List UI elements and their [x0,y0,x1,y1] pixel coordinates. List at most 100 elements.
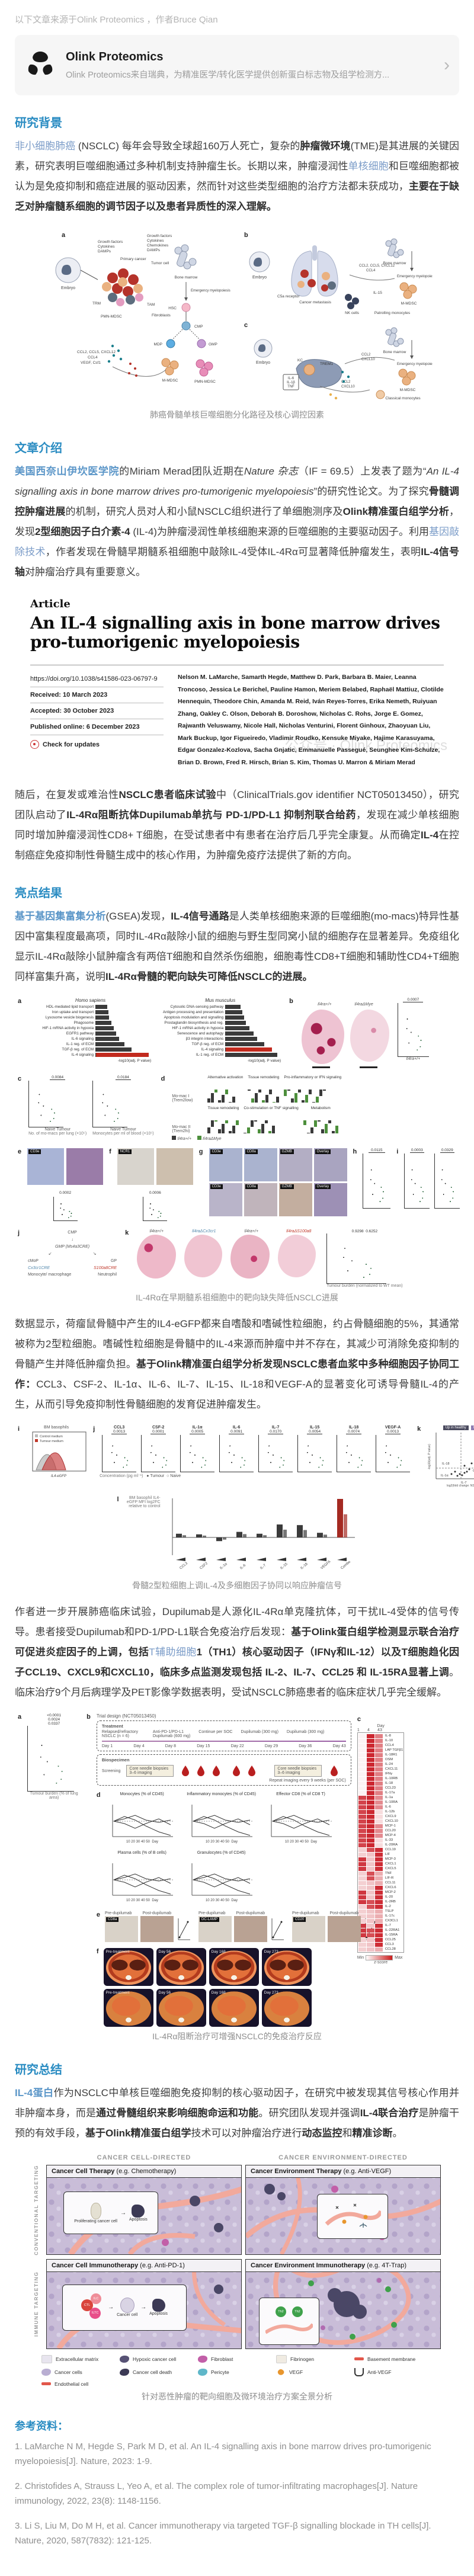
heatmap-row-label: MCP-1 [385,1824,396,1828]
heatmap-row-label: CCL28 [385,1947,396,1952]
text-run: 作为NSCLC中单核巨噬细胞免疫抑制的核心驱动因子，在研究中被发现其信号核心作用… [15,2087,459,2119]
svg-text:IL-1α: IL-1α [441,1474,449,1478]
svg-text:KC: KC [297,358,303,363]
svg-text:M-MDSC: M-MDSC [401,302,417,306]
heatmap-cell [366,1923,374,1928]
heatmap-row-label: IL-18 [385,1782,393,1786]
svg-text:Embryo: Embryo [256,361,270,365]
inline-link[interactable]: T辅助细胞 [149,1646,197,1658]
paragraph-background: 非小细胞肺癌 (NSCLC) 每年会导致全球超160万人死亡，复杂的肿瘤微环境(… [15,136,459,217]
inline-link[interactable]: 基因敲除技术 [15,526,460,558]
heatmap-cell [358,1738,366,1743]
svg-text:TREM1: TREM1 [320,362,333,366]
heatmap-cell [366,1909,374,1914]
heatmap-cell [366,1876,374,1880]
svg-text:CXCL10: CXCL10 [361,358,375,361]
svg-text:CMP: CMP [194,325,203,329]
section-heading-background: 研究背景 [15,117,62,130]
check-for-updates-badge: Check for updates [30,735,164,754]
mini-bar [211,1120,214,1127]
mini-bar [218,1100,222,1103]
heatmap-row-label: CXCL6 [385,1886,396,1890]
mini-bar [229,1130,232,1134]
figure-cytokines[interactable]: i BM basophils Control medium Tumour med… [18,1425,474,1577]
text-run: 精准诊断 [352,2128,393,2139]
heatmap-cell [374,1947,383,1952]
legend-item: Endothelial cell [41,2381,120,2387]
text-run: 和 [342,2128,353,2139]
heatmap-cell [366,1757,374,1762]
nature-article-screenshot[interactable]: Article An IL-4 signalling axis in bone … [15,593,459,777]
heatmap-row-label: CCL19 [385,1848,396,1852]
mini-bar [232,1125,236,1134]
account-name[interactable]: Olink Proteomics [66,50,164,63]
heatmap-cell [358,1786,366,1790]
mini-bar [321,1129,324,1134]
bar-label: HIF-1 mRNA activity in hypoxia [42,1026,94,1031]
inline-link[interactable]: 非小细胞肺癌 [15,140,76,152]
tumour-burden-scatter: 0.0007 Il4ra+/+ [397,998,429,1061]
figure-clinical-trial[interactable]: a <0.0001 0.0024 0.0337 Tumour burden (%… [18,1713,456,2027]
heatmap-cell [366,1805,374,1809]
heatmap-cell [366,1781,374,1786]
paper-accepted: Accepted: 30 October 2023 [30,703,164,720]
svg-text:IL-15: IL-15 [280,1562,289,1571]
heatmap-cell [366,1895,374,1899]
heatmap-cell [366,1861,374,1866]
chevron-right-icon[interactable]: › [444,55,450,75]
svg-text:TNF: TNF [287,385,294,389]
trial-day-label: Day 4 [133,1744,145,1749]
figure-il4ra-knockout[interactable]: a Homo sapiens HDL-mediated lipid transp… [18,998,460,1289]
heatmap-row-label: MCP-3 [385,1857,396,1861]
svg-text:Embryo: Embryo [252,275,267,280]
text-run: 作者进一步开展肺癌临床试验，Dupilumab是人源化IL-4Rα单克隆抗体，可… [15,1606,459,1638]
pet-scan-tile: Pre-treatment [103,1948,153,1987]
heatmap-cell [374,1914,383,1918]
inline-link[interactable]: 基于基因集富集分析 [15,911,106,922]
heatmap-cell [374,1786,383,1790]
mini-bar [222,1094,225,1103]
mini-bar [214,1120,218,1122]
svg-text:Tumour medium: Tumour medium [40,1440,63,1443]
mini-bar [251,1120,254,1127]
bar-label: Phagosome [73,1021,94,1026]
figure-myelopoiesis-pathways[interactable]: a Embryo Growth factors Cytokines DAMPs … [41,228,437,405]
heatmap-cell [358,1833,366,1838]
heatmap-cell [374,1852,383,1857]
inline-link[interactable]: 单核细胞 [348,161,389,172]
legend-item: Hypoxic cancer cell [120,2355,198,2363]
heatmap-row-label: IL-1a [385,1796,393,1800]
svg-text:Emergency myelopoiesis: Emergency myelopoiesis [397,363,433,366]
account-card-text: Olink Proteomics Olink Proteomics来自瑞典，为精… [66,50,438,81]
svg-text:IL-7: IL-7 [260,1563,267,1571]
mini-bar [319,1090,323,1096]
heatmap-cell [358,1743,366,1748]
svg-text:CCL3: CCL3 [179,1562,188,1571]
text-run: 技术可以对肿瘤治疗进行 [191,2128,302,2139]
trial-day-label: Day 29 [264,1744,278,1749]
mini-bar [302,1100,305,1103]
inline-link[interactable]: 美国西奈山伊坎医学院 [15,466,120,477]
heatmap-row-label: IL-10 [385,1739,393,1743]
mini-bar [248,1090,251,1091]
account-description: Olink Proteomics来自瑞典，为精准医学/转化医学提供创新蛋白标志物… [66,70,390,80]
heatmap-row-label: IL-17c [385,1914,395,1918]
svg-text:Bone marrow: Bone marrow [383,350,406,354]
figure-therapy-landscape[interactable]: CANCER CELL-DIRECTED CANCER ENVIRONMENT-… [30,2154,444,2387]
mini-bar [316,1096,319,1103]
panel-cancer-environment-therapy: Cancer Environment Therapy (e.g. Anti-VE… [245,2165,441,2255]
heatmap-row-label: CXCL5 [385,1867,396,1871]
bar [96,1005,107,1010]
account-card[interactable]: Olink Proteomics Olink Proteomics来自瑞典，为精… [15,35,459,95]
text-run: 数据显示，荷瘤鼠骨髓中产生的IL4-eGFP都来自嗜酸和嗜碱性粒细胞，约占骨髓细… [15,1318,459,1370]
svg-text:Patrolling monocytes: Patrolling monocytes [374,311,411,315]
mini-bar [258,1129,261,1134]
bar [226,1005,241,1010]
paper-title: An IL-4 signalling axis in bone marrow d… [30,613,440,652]
text-run: 基于Olink精准蛋白组学分析发现NSCLC患者血浆中多种细胞因子协同工作： [15,1359,460,1390]
inline-link[interactable]: IL-4蛋白 [15,2087,54,2099]
